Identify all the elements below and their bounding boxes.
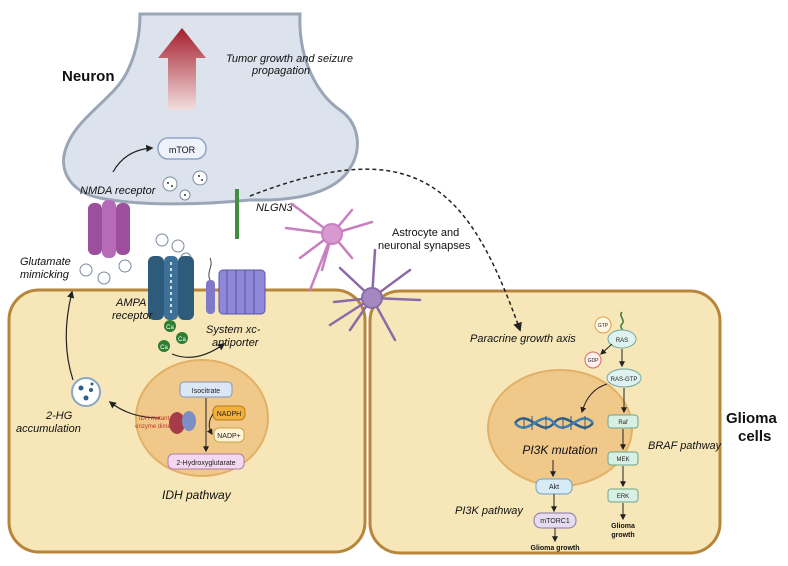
nadp-label: NADP+	[217, 433, 241, 440]
mtor-label: mTOR	[169, 145, 196, 155]
idh-mutant-label-1: IDH mutant	[139, 416, 170, 422]
ras-gtp-oval	[606, 368, 642, 388]
nmda-to-mtor-arrow	[112, 144, 154, 173]
pi3k-pathway-label: PI3K pathway	[455, 505, 524, 517]
mek-label: MEK	[616, 457, 629, 463]
raf-label: Raf	[618, 420, 628, 426]
hg-label-2: accumulation	[16, 423, 81, 435]
idh-to-hg-arrow	[108, 401, 161, 419]
nmda-label: NMDA receptor	[80, 185, 157, 197]
vesicles-neuron	[162, 170, 208, 201]
nadph-to-nadp-arrow	[206, 413, 214, 436]
ca-label-1: Ca	[166, 325, 174, 331]
astrocyte-icon	[284, 202, 374, 292]
gdp-circle	[584, 351, 602, 369]
dna-rungs	[523, 416, 586, 430]
calcium-ions	[158, 320, 188, 352]
hg-dots	[78, 382, 94, 401]
ampa-receptor-icon	[148, 256, 194, 320]
mtor-box	[157, 137, 207, 160]
gdp-label: GDP	[588, 358, 600, 364]
glioma-cells-title-2: cells	[738, 428, 771, 445]
hg-up-arrow	[65, 290, 75, 381]
neuron-cell-body	[361, 287, 383, 309]
nadph-box	[212, 405, 246, 421]
paracrine-label: Paracrine growth axis	[470, 333, 576, 345]
ras-gtp-label: RAS-GTP	[611, 377, 638, 383]
mtorc1-label: mTORC1	[540, 518, 570, 525]
pi3k-mutation-label: PI3K mutation	[522, 443, 598, 457]
hydroxyglutarate-box	[167, 453, 245, 470]
ras-oval	[607, 329, 637, 349]
left-nucleus	[135, 359, 269, 477]
astro-label-2: neuronal synapses	[378, 240, 471, 252]
glutamate-label-1: Glutamate	[20, 256, 71, 268]
ca-label-3: Ca	[160, 345, 168, 351]
glutamate-vesicles	[79, 233, 192, 285]
glutamate-label-2: mimicking	[20, 269, 70, 281]
nmda-receptor-icon	[88, 200, 130, 258]
akt-label: Akt	[549, 484, 559, 491]
nadph-label: NADPH	[217, 411, 242, 418]
astrocyte-body	[321, 223, 343, 245]
glioma-cells-title-1: Glioma	[726, 410, 778, 427]
gtp-circle	[594, 316, 612, 334]
tumor-growth-arrow-icon	[158, 28, 206, 110]
braf-glioma-label-2: growth	[611, 532, 634, 539]
antiporter-icon	[206, 257, 266, 315]
braf-glioma-label-1: Glioma	[611, 523, 635, 530]
vesicle-dots	[167, 175, 203, 196]
idh-enzyme-icon	[169, 411, 196, 434]
hydroxyglutarate-label: 2-Hydroxyglutarate	[176, 460, 235, 467]
erk-box	[607, 488, 639, 503]
nadp-box	[213, 427, 245, 443]
hg-vesicle-icon	[71, 377, 101, 407]
tumor-growth-label: Tumor growth and seizure	[226, 53, 353, 65]
system-xc-label-1: System xc-	[206, 324, 261, 336]
ca-to-antiporter-arrow	[171, 343, 226, 358]
nlgn3-icon	[235, 189, 239, 239]
isocitrate-label: Isocitrate	[192, 388, 221, 395]
dna-helix-icon	[514, 417, 594, 429]
idh-pathway-label: IDH pathway	[162, 488, 232, 502]
astro-label-1: Astrocyte and	[392, 227, 459, 239]
rasgtp-to-pi3k-arrow	[580, 383, 608, 414]
ca-label-2: Ca	[178, 337, 186, 343]
gtp-label: GTP	[598, 323, 609, 329]
idh-mutant-label-2: enzyme dimer	[135, 424, 173, 430]
ras-to-gdp-arrow	[600, 343, 613, 355]
nlgn3-label: NLGN3	[256, 202, 294, 214]
ampa-label-1: AMPA	[115, 297, 146, 309]
raf-box	[607, 414, 639, 429]
isocitrate-box	[179, 381, 233, 398]
ampa-label-2: receptor	[112, 310, 154, 322]
erk-label: ERK	[617, 494, 629, 500]
pi3k-glioma-growth-label: Glioma growth	[531, 545, 580, 552]
hg-label-1: 2-HG	[45, 410, 73, 422]
braf-pathway-label: BRAF pathway	[648, 440, 723, 452]
tumor-growth-label-2: propagation	[251, 65, 310, 77]
paracrine-dashed-arrow	[249, 168, 522, 332]
neuron-title: Neuron	[62, 68, 115, 85]
mek-box	[607, 451, 639, 466]
ras-label: RAS	[616, 338, 628, 344]
neuron-terminal	[62, 12, 359, 206]
